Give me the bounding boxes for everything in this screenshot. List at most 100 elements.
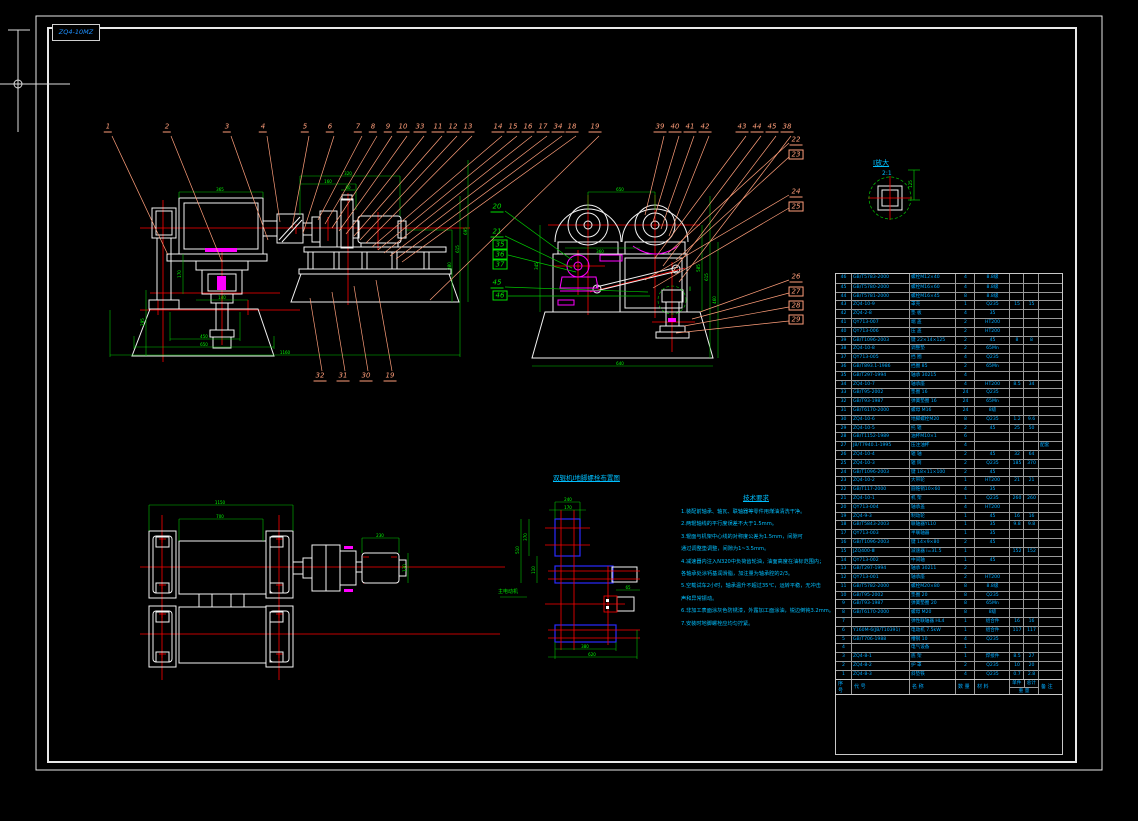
- table-cell: 辊 轴: [909, 450, 955, 459]
- foundation-view[interactable]: [500, 501, 640, 659]
- table-cell: [1009, 468, 1023, 477]
- table-cell: 28: [840, 434, 847, 440]
- table-cell: 35: [974, 310, 1009, 318]
- table-cell: 12: [840, 575, 847, 581]
- table-cell: 15: [1023, 301, 1038, 310]
- table-cell: [1038, 336, 1064, 345]
- table-cell: [1023, 556, 1038, 565]
- table-cell: 机 架: [909, 494, 955, 503]
- table-cell: HT200: [974, 574, 1009, 582]
- table-cell: [1023, 635, 1038, 644]
- table-cell: 2.8: [1023, 670, 1038, 679]
- table-cell: ZQ4-8-2: [851, 662, 909, 670]
- title-block-empty: [836, 693, 1062, 754]
- table-cell: 16: [1023, 512, 1038, 521]
- table-cell: HT200: [974, 380, 1009, 389]
- table-cell: GB/T1096-2003: [851, 538, 909, 547]
- table-cell: 键 14×9×80: [909, 538, 955, 547]
- table-cell: 槽钢 10: [909, 635, 955, 644]
- table-cell: Q235: [974, 591, 1009, 600]
- plan-view[interactable]: [140, 504, 505, 680]
- table-cell: 16: [1023, 618, 1038, 626]
- table-cell: [1023, 398, 1038, 406]
- table-cell: [1023, 574, 1038, 582]
- table-cell: 9.8: [1009, 521, 1023, 530]
- table-cell: 27: [1023, 653, 1038, 662]
- end-view[interactable]: [531, 191, 719, 367]
- table-cell: GB/T297-1994: [851, 565, 909, 574]
- table-cell: 16: [1009, 512, 1023, 521]
- registration-mark: [0, 29, 70, 132]
- table-cell: 29: [840, 425, 847, 431]
- table-cell: 260: [1023, 494, 1038, 503]
- table-cell: 电动机 7.5kW: [909, 626, 955, 635]
- table-cell: 垫圈 16: [909, 389, 955, 398]
- table-cell: 1: [955, 477, 974, 486]
- table-cell: 25: [1009, 424, 1023, 433]
- table-cell: 45: [974, 468, 1009, 477]
- table-cell: 370: [1023, 459, 1038, 468]
- table-cell: [1038, 644, 1064, 653]
- table-cell: 焊接件: [974, 653, 1009, 662]
- table-cell: 2: [955, 318, 974, 327]
- table-cell: [1009, 530, 1023, 538]
- table-cell: 轴承 30215: [909, 371, 955, 380]
- front-view[interactable]: [109, 160, 470, 362]
- table-cell: [1023, 530, 1038, 538]
- table-cell: 8: [842, 610, 845, 616]
- table-cell: HT200: [974, 318, 1009, 327]
- table-cell: 37: [840, 355, 847, 361]
- detail-view[interactable]: [868, 169, 920, 220]
- table-cell: [1009, 371, 1023, 380]
- table-cell: 41: [840, 319, 847, 325]
